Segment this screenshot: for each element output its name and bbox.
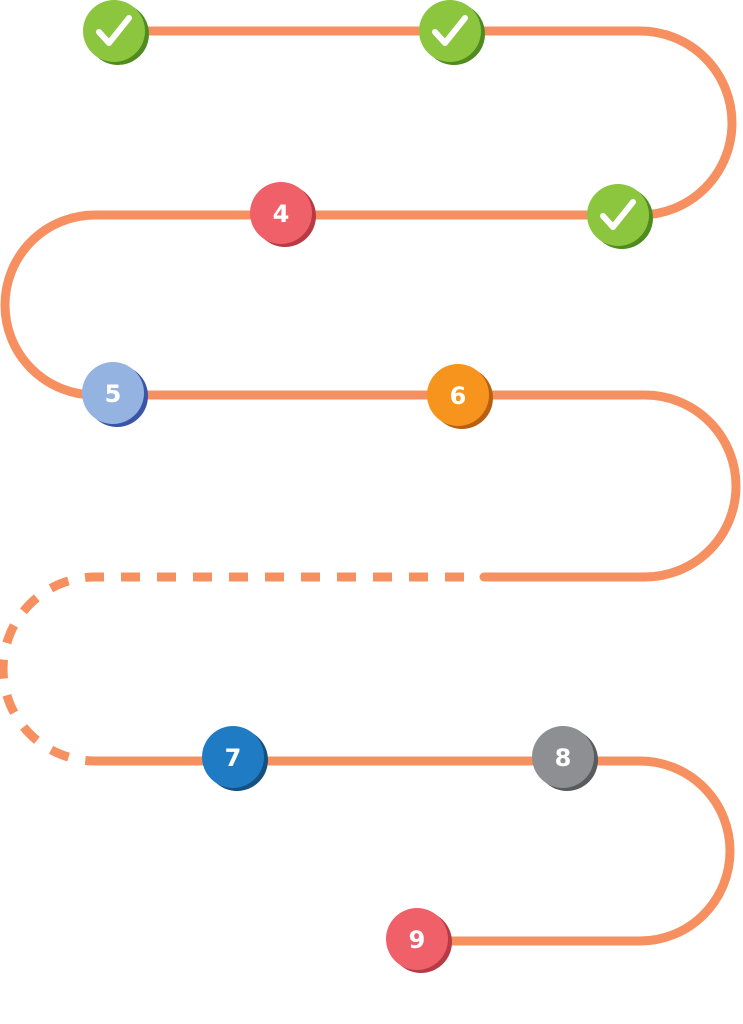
step-number: 6 <box>450 382 467 410</box>
step-marker: 6 <box>427 364 493 429</box>
step-marker-face <box>532 726 594 788</box>
step-markers: 4 5 6 7 8 9 <box>82 0 653 973</box>
step-marker <box>419 0 485 65</box>
step-number: 8 <box>555 744 572 772</box>
step-marker: 7 <box>202 726 268 791</box>
step-number: 4 <box>273 200 290 228</box>
checkmark-icon <box>432 15 468 46</box>
step-number: 9 <box>409 926 426 954</box>
step-number: 7 <box>225 744 242 772</box>
step-marker-face <box>587 184 649 246</box>
checkmark-icon <box>600 199 636 230</box>
path-segment <box>90 756 735 946</box>
step-marker-face <box>250 182 312 244</box>
step-marker-face <box>386 908 448 970</box>
step-marker: 4 <box>250 182 316 247</box>
step-marker: 5 <box>82 362 148 427</box>
step-marker-face <box>419 0 481 62</box>
path-segment <box>0 26 741 582</box>
step-marker-face <box>427 364 489 426</box>
step-marker: 8 <box>532 726 598 791</box>
path-segment-dashed <box>0 572 464 766</box>
checkmark-icon <box>96 15 132 46</box>
step-marker-face <box>202 726 264 788</box>
step-marker <box>83 0 149 65</box>
roadmap-path <box>0 26 741 946</box>
step-number: 5 <box>105 380 122 408</box>
step-marker-face <box>82 362 144 424</box>
step-marker <box>587 184 653 249</box>
step-marker: 9 <box>386 908 452 973</box>
step-marker-face <box>83 0 145 62</box>
